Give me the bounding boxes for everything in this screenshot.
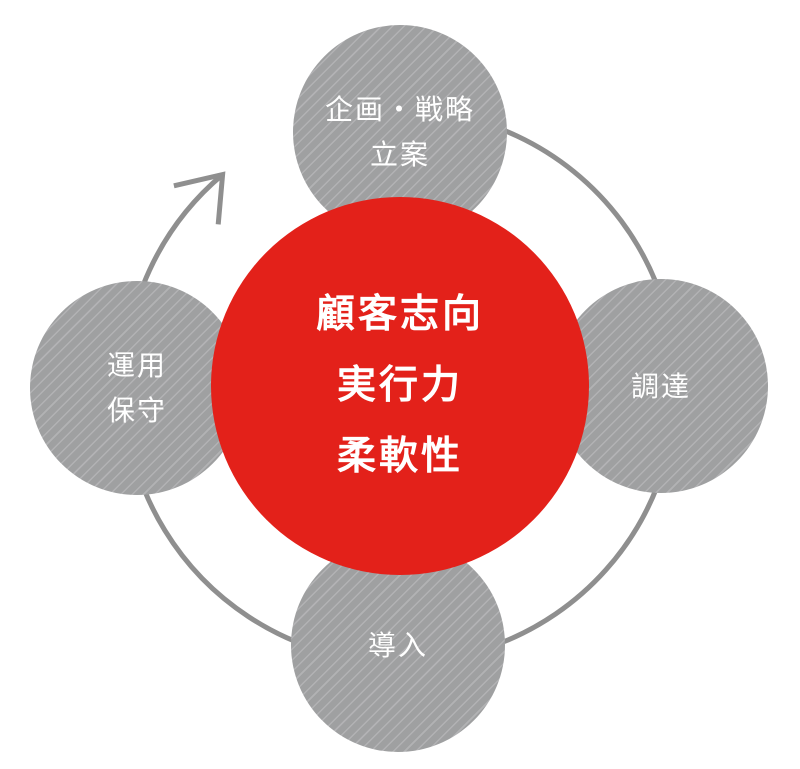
stage-circle-procurement: 調達 (554, 279, 768, 493)
core-values-circle: 顧客志向 実行力 柔軟性 (211, 197, 589, 575)
stage-label: 立案 (369, 139, 430, 170)
stage-circle-operation-maintenance: 運用 保守 (30, 281, 244, 495)
stage-label: 導入 (367, 629, 428, 661)
stage-label: 調達 (630, 370, 691, 402)
core-value-label: 柔軟性 (336, 435, 463, 478)
arrowhead-icon (173, 171, 226, 225)
stage-label: 運用 (106, 350, 167, 381)
core-value-label: 顧客志向 (315, 293, 484, 336)
stage-label: 保守 (106, 395, 167, 426)
core-value-label: 実行力 (336, 364, 463, 407)
stage-label: 企画・戦略 (324, 94, 475, 125)
